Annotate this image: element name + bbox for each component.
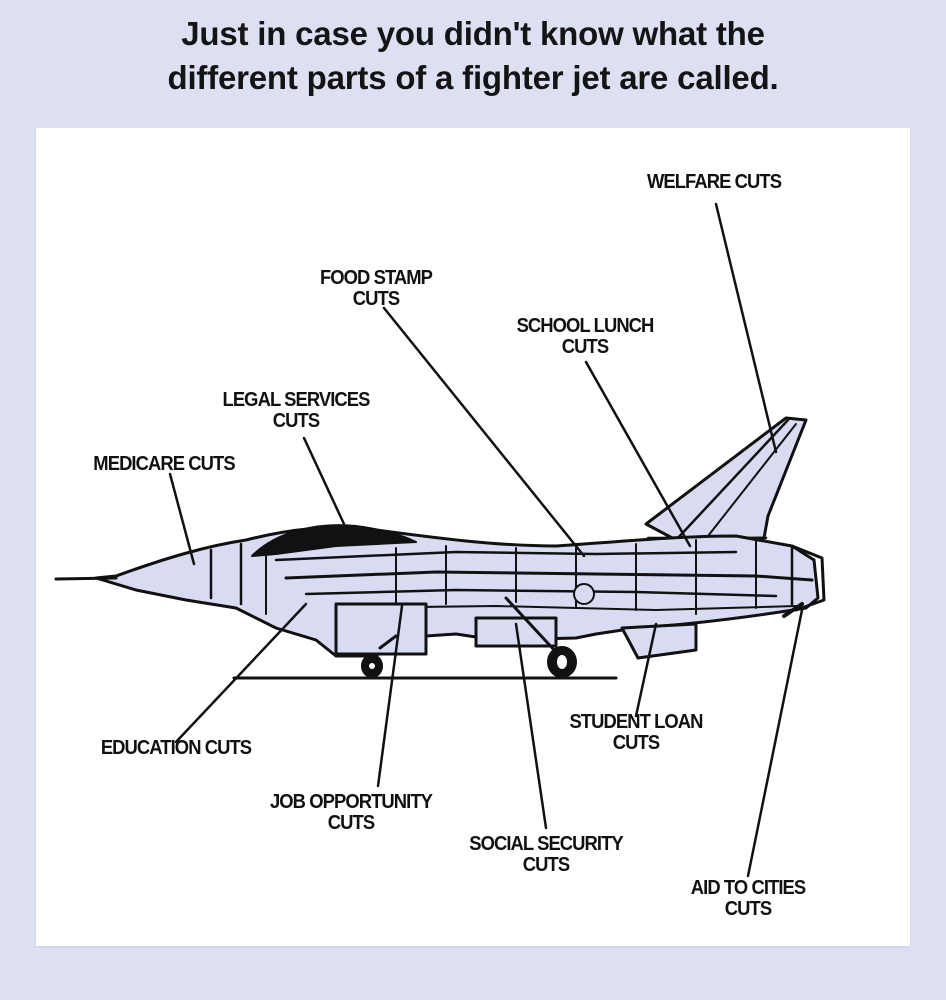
leader-education — [174, 602, 308, 744]
label-legal-services-cuts: LEGAL SERVICES CUTS — [222, 389, 371, 432]
leader-aid-to-cities — [746, 608, 804, 878]
leader-job-opportunity — [376, 604, 404, 788]
fighter-jet-diagram — [54, 202, 826, 878]
label-medicare-cuts: MEDICARE CUTS — [93, 453, 235, 475]
leader-medicare — [168, 472, 196, 566]
canopy — [251, 524, 417, 557]
title-line-1: Just in case you didn't know what the — [181, 15, 765, 52]
title-line-2: different parts of a fighter jet are cal… — [167, 59, 779, 96]
label-school-lunch-cuts: SCHOOL LUNCH CUTS — [516, 315, 655, 358]
leader-legal-services — [302, 436, 346, 526]
leader-student-loan — [634, 622, 658, 718]
label-social-security-cuts: SOCIAL SECURITY CUTS — [469, 833, 623, 876]
leader-school-lunch — [584, 360, 692, 548]
label-food-stamp-cuts: FOOD STAMP CUTS — [319, 267, 433, 310]
label-education-cuts: EDUCATION CUTS — [100, 737, 252, 759]
label-aid-to-cities-cuts: AID TO CITIES CUTS — [690, 877, 806, 920]
intake-pod — [334, 602, 428, 656]
leader-food-stamp — [382, 306, 586, 558]
fuselage — [94, 526, 820, 658]
leader-welfare — [714, 202, 778, 454]
label-student-loan-cuts: STUDENT LOAN CUTS — [569, 711, 703, 754]
diagram-panel: WELFARE CUTS FOOD STAMP CUTS SCHOOL LUNC… — [36, 128, 910, 946]
exhaust-nozzle — [790, 544, 826, 612]
ventral-fin — [620, 622, 698, 660]
leader-social-security — [514, 622, 548, 830]
label-welfare-cuts: WELFARE CUTS — [646, 171, 782, 193]
page-title: Just in case you didn't know what the di… — [0, 12, 946, 100]
label-job-opportunity-cuts: JOB OPPORTUNITY CUTS — [269, 791, 433, 834]
tail-fin — [644, 416, 808, 542]
